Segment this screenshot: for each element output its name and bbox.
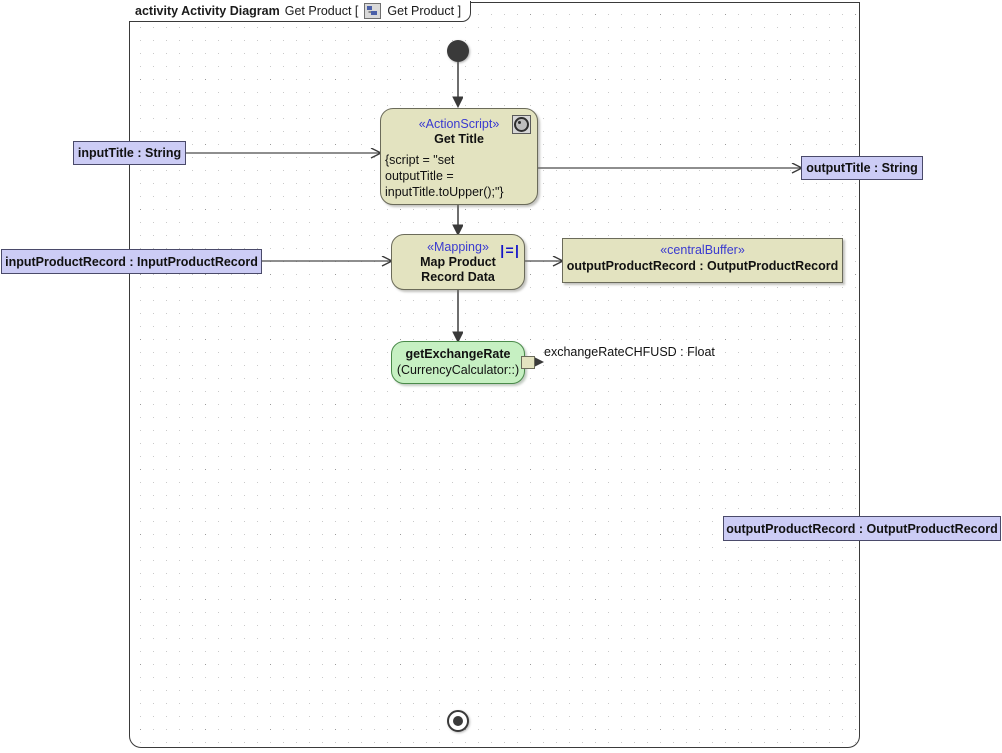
- output-product-record-label: outputProductRecord : OutputProductRecor…: [726, 521, 998, 536]
- input-title-label: inputTitle : String: [77, 146, 182, 160]
- script-icon: [512, 115, 531, 134]
- get-exchange-rate-subtitle: (CurrencyCalculator::): [396, 363, 520, 377]
- frame-label-name: Get Product [: [284, 4, 359, 18]
- get-title-script-line-2: outputTitle =: [385, 169, 454, 183]
- activity-final-node: [447, 710, 469, 732]
- output-pin-exchange-rate[interactable]: [521, 356, 535, 369]
- mapping-icon: |=|: [498, 244, 521, 260]
- get-title-script-line-1: {script = "set: [385, 153, 455, 167]
- activity-parameter-output-title[interactable]: outputTitle : String: [801, 156, 923, 180]
- activity-diagram-icon: [364, 3, 382, 19]
- central-buffer-node[interactable]: «centralBuffer» outputProductRecord : Ou…: [562, 238, 843, 283]
- activity-parameter-input-product-record[interactable]: inputProductRecord : InputProductRecord: [1, 249, 262, 274]
- get-title-stereotype: «ActionScript»: [418, 117, 500, 131]
- map-product-name-line-2: Record Data: [421, 270, 495, 284]
- initial-node: [447, 40, 469, 62]
- action-node-map-product-record-data[interactable]: «Mapping» Map Product Record Data |=|: [391, 234, 525, 290]
- frame-label-keyword: activity Activity Diagram: [135, 4, 280, 18]
- get-title-name: Get Title: [434, 132, 484, 146]
- map-product-name-line-1: Map Product: [420, 255, 496, 269]
- central-buffer-stereotype: «centralBuffer»: [660, 243, 745, 257]
- map-product-stereotype: «Mapping»: [427, 240, 489, 254]
- get-title-script-line-3: inputTitle.toUpper();"}: [385, 185, 504, 199]
- diagram-frame-label: activity Activity Diagram Get Product [ …: [129, 1, 472, 22]
- action-node-get-title[interactable]: «ActionScript» Get Title {script = "set …: [380, 108, 538, 205]
- output-title-label: outputTitle : String: [806, 161, 918, 175]
- input-product-record-label: inputProductRecord : InputProductRecord: [5, 254, 258, 269]
- activity-parameter-input-title[interactable]: inputTitle : String: [73, 141, 186, 165]
- call-behavior-node-get-exchange-rate[interactable]: getExchangeRate (CurrencyCalculator::): [391, 341, 525, 384]
- frame-label-name-tail: Get Product ]: [387, 4, 462, 18]
- get-exchange-rate-name: getExchangeRate: [405, 347, 511, 361]
- activity-parameter-output-product-record[interactable]: outputProductRecord : OutputProductRecor…: [723, 516, 1001, 541]
- output-pin-label-exchange-rate: exchangeRateCHFUSD : Float: [544, 345, 715, 359]
- central-buffer-name: outputProductRecord : OutputProductRecor…: [566, 259, 839, 273]
